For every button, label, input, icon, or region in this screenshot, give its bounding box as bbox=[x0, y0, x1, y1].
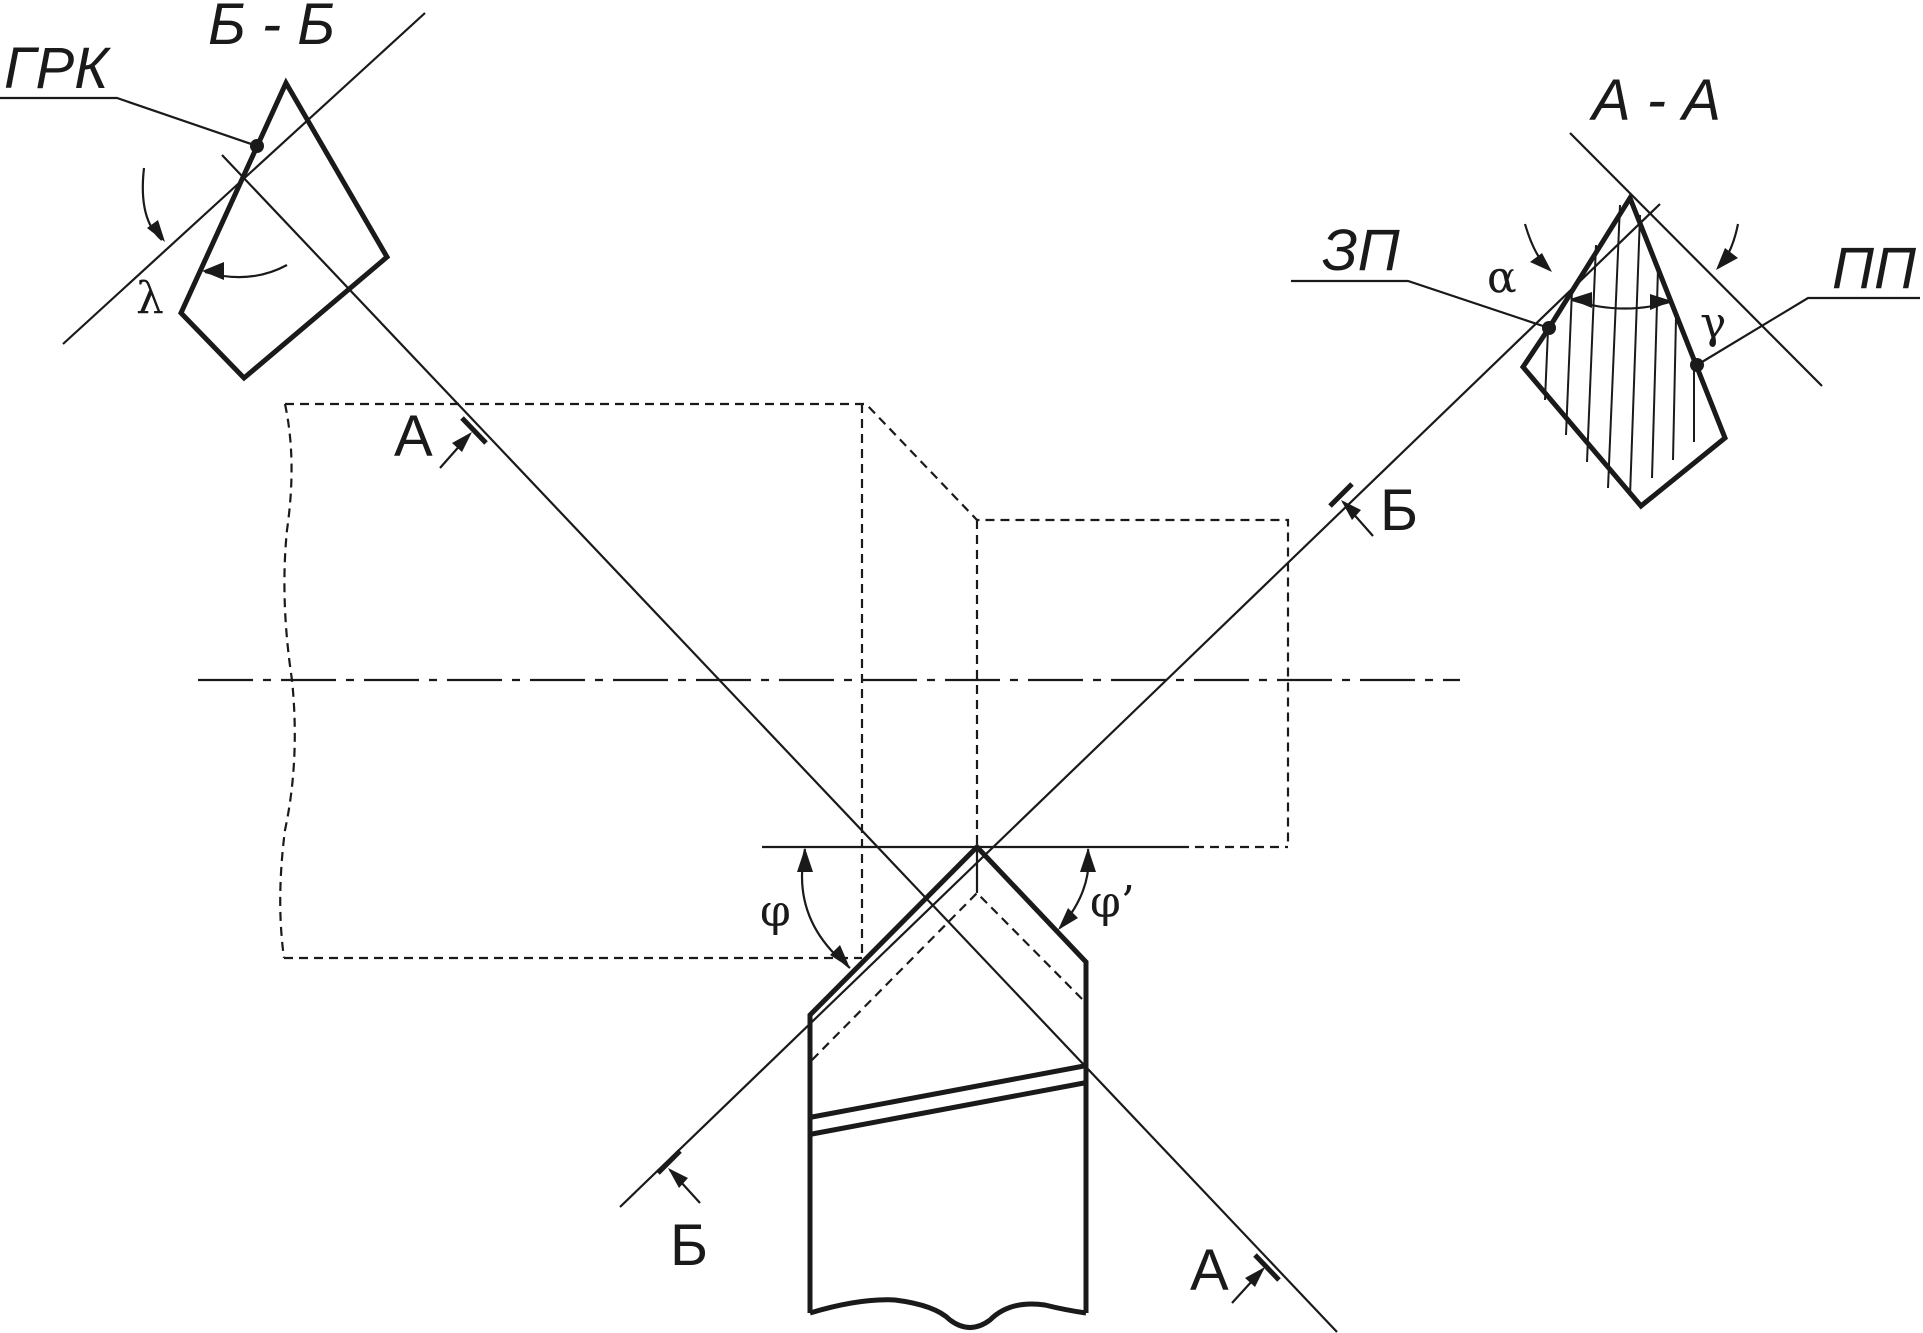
section-bb-title: Б - Б bbox=[208, 0, 335, 57]
cut-a-lower-arrow bbox=[1245, 1267, 1265, 1287]
cut-b-lower-tick bbox=[656, 1149, 682, 1175]
lambda-arrow-left bbox=[147, 220, 165, 242]
lambda-label: λ bbox=[136, 273, 164, 324]
phi-prime-label: φ’ bbox=[1090, 877, 1135, 928]
phi-prime-arrow-bottom bbox=[1058, 908, 1078, 930]
pp-leader bbox=[1696, 296, 1920, 366]
phi-prime-arrow-top bbox=[1080, 848, 1096, 872]
section-aa-title: А - А bbox=[1589, 68, 1721, 133]
gamma-arrow-top bbox=[1716, 248, 1738, 270]
zp-leader bbox=[1291, 279, 1550, 330]
cutting-tool bbox=[807, 843, 1089, 1330]
cut-b-upper-arrow bbox=[1341, 500, 1361, 520]
alpha-label: α bbox=[1487, 252, 1517, 303]
phi-arrow-top bbox=[797, 848, 813, 872]
grk-label: ГРК bbox=[4, 36, 111, 101]
grk-point bbox=[250, 139, 264, 153]
lambda-arrow-right bbox=[202, 262, 224, 280]
phi-arrow-bottom bbox=[830, 945, 850, 968]
section-line-a-a bbox=[221, 154, 1338, 1333]
gamma-arrow-left bbox=[1570, 292, 1592, 308]
section-aa-axis bbox=[1569, 132, 1823, 387]
cut-b-upper-label: Б bbox=[1380, 478, 1418, 543]
section-line-b-b bbox=[619, 203, 1661, 1208]
cut-b-upper-tick bbox=[1328, 482, 1354, 508]
cut-a-upper-arrow bbox=[452, 432, 472, 452]
grk-leader bbox=[0, 96, 258, 148]
cut-a-upper-tick bbox=[460, 416, 488, 445]
cut-a-upper-label: А bbox=[394, 404, 433, 469]
cut-a-lower-label: А bbox=[1190, 1238, 1229, 1303]
section-aa-profile bbox=[1519, 192, 1729, 510]
cut-b-lower-label: Б bbox=[670, 1213, 708, 1278]
section-aa-hatching bbox=[1544, 204, 1695, 497]
workpiece-outline bbox=[279, 402, 1290, 960]
alpha-arrow bbox=[1530, 253, 1552, 272]
gamma-label: γ bbox=[1700, 298, 1726, 349]
zp-point bbox=[1542, 321, 1556, 335]
pp-point bbox=[1690, 358, 1704, 372]
gamma-arrow-right bbox=[1650, 294, 1672, 310]
zp-label: ЗП bbox=[1322, 218, 1401, 283]
section-bb-profile bbox=[178, 77, 391, 382]
pp-label: ПП bbox=[1832, 236, 1917, 301]
cut-a-lower-tick bbox=[1253, 1253, 1281, 1282]
phi-label: φ bbox=[760, 886, 791, 937]
cut-b-lower-arrow bbox=[668, 1168, 688, 1188]
